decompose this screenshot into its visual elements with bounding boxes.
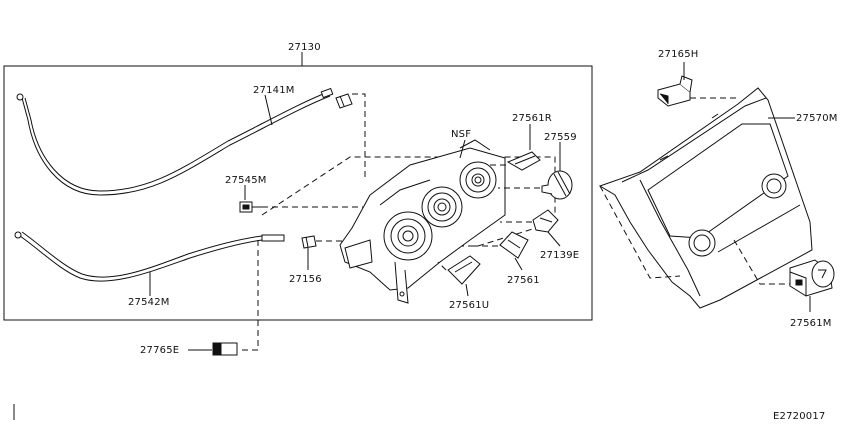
knob-27561u xyxy=(447,255,481,285)
assembly-frame xyxy=(3,65,593,321)
leader-27141m xyxy=(264,94,273,126)
clip-27765e xyxy=(212,342,238,356)
dash-27561u xyxy=(437,261,447,271)
clip-27165h xyxy=(657,75,693,107)
dash-clip-upper xyxy=(352,93,366,180)
sensor-27545m xyxy=(239,201,262,213)
dash-27561m xyxy=(733,239,790,285)
label-27559: 27559 xyxy=(544,132,577,143)
label-27542m: 27542M xyxy=(128,297,170,308)
knob-27561 xyxy=(499,231,529,259)
knob-27561r xyxy=(506,151,541,171)
dash-27765e xyxy=(238,240,259,351)
label-27165h: 27165H xyxy=(658,49,699,60)
label-27139e: 27139E xyxy=(540,250,579,261)
label-27561: 27561 xyxy=(507,275,540,286)
label-27545m: 27545M xyxy=(225,175,267,186)
label-27570m: 27570M xyxy=(796,113,838,124)
clip-upper xyxy=(335,93,353,109)
control-unit xyxy=(339,139,506,304)
leader-nsf xyxy=(459,139,466,159)
label-27141m: 27141M xyxy=(253,85,295,96)
label-27561u: 27561U xyxy=(449,300,489,311)
bezel-27570m xyxy=(598,87,813,309)
clip-27156 xyxy=(301,235,317,249)
cable-27542m xyxy=(14,231,285,282)
label-27561m: 27561M xyxy=(790,318,832,329)
label-nsf: NSF xyxy=(451,129,471,140)
leader-27561 xyxy=(514,257,523,271)
switch-27561m xyxy=(789,259,835,297)
leader-27561u xyxy=(465,283,469,297)
knob-27139e xyxy=(532,209,559,233)
knob-27559 xyxy=(541,170,573,200)
leader-27139e xyxy=(547,231,561,247)
dash-bezel-outline xyxy=(599,185,681,279)
label-27130: 27130 xyxy=(288,42,321,53)
cable-27141m xyxy=(16,87,334,196)
label-27561r: 27561R xyxy=(512,113,552,124)
diagram-code: E2720017 xyxy=(773,411,825,422)
label-27156: 27156 xyxy=(289,274,322,285)
label-27765e: 27765E xyxy=(140,345,179,356)
